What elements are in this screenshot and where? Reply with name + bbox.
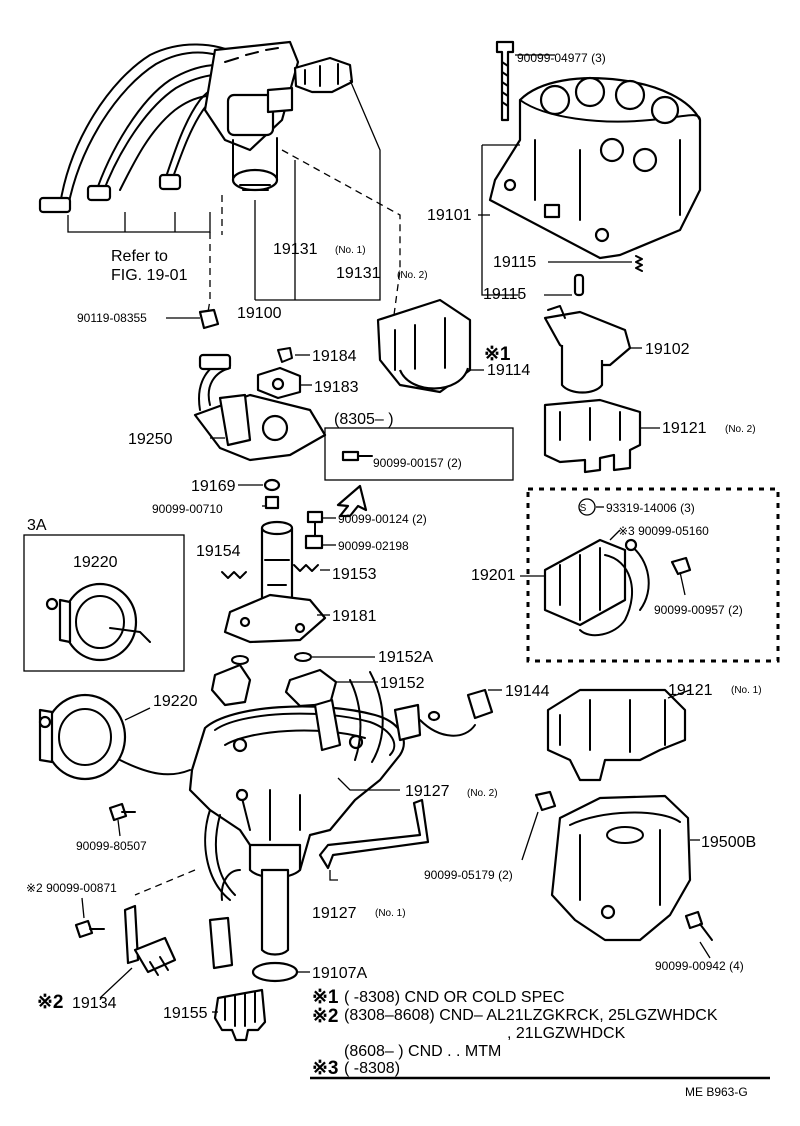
label-19155: 19155 [163, 1005, 208, 1022]
label-19127-no1: 19127 [312, 905, 357, 922]
label-90099-04977: 90099-04977 (3) [517, 51, 606, 65]
label-90099-00157: 90099-00157 (2) [373, 456, 462, 470]
governor-weights [210, 652, 338, 708]
igniter-wire [349, 671, 384, 763]
note-text-2b: (8608– ) CND . . MTM [344, 1043, 501, 1060]
label-19131-no2: 19131 [336, 265, 381, 282]
label-19250: 19250 [128, 431, 173, 448]
label-star1: ※1 [484, 344, 511, 365]
label-19220-3a: 19220 [73, 554, 118, 571]
label-19115-lower: 19115 [483, 286, 526, 303]
bracket-19127-no1 [318, 798, 430, 870]
label-19154: 19154 [196, 543, 241, 560]
note-mark-3: ※3 [312, 1058, 339, 1079]
label-19183: 19183 [314, 379, 359, 396]
label-90099-02198: 90099-02198 [338, 539, 409, 553]
leader-19100 [254, 79, 381, 301]
revision-8305-box [324, 427, 514, 481]
drive-gear-19155 [213, 988, 267, 1042]
label-8305: (8305– ) [334, 411, 394, 428]
pickup-assembly-illustration [193, 347, 327, 462]
distributor-cap-illustration [488, 40, 702, 297]
label-19107a: 19107A [312, 965, 367, 982]
o-ring-19107a [251, 961, 299, 983]
igniter-illustration [543, 538, 692, 637]
wire-group-bracket [67, 212, 211, 233]
label-93319-14006: 93319-14006 (3) [606, 501, 695, 515]
note-text-1: ( -8308) CND OR COLD SPEC [344, 989, 565, 1006]
housing-19500b-illustration [534, 790, 692, 942]
distributor-housing-illustration [188, 698, 405, 956]
label-19184: 19184 [312, 348, 357, 365]
label-90099-00710: 90099-00710 [152, 502, 223, 516]
reference-code: ME B963-G [685, 1085, 748, 1099]
label-19127-no2: 19127 [405, 783, 450, 800]
note-mark-2: ※2 [312, 1006, 339, 1027]
label-90099-00942: 90099-00942 (4) [655, 959, 744, 973]
detail-3a-box [23, 534, 185, 672]
governor-shaft-illustration [221, 520, 327, 644]
label-fig-19-01: FIG. 19-01 [111, 267, 188, 284]
label-19131-no1-note: (No. 1) [335, 245, 366, 256]
label-19121-no2: 19121 [662, 420, 707, 437]
label-19201: 19201 [471, 567, 516, 584]
label-19121-no1-note: (No. 1) [731, 685, 762, 696]
label-19144: 19144 [505, 683, 550, 700]
label-19152a: 19152A [378, 649, 433, 666]
label-19114: 19114 [487, 362, 530, 379]
label-3a: 3A [27, 517, 47, 534]
note-text-2: (8308–8608) CND– AL21LZGKRCK, 25LGZWHDCK [344, 1007, 718, 1024]
cover-no2-illustration [543, 398, 642, 474]
label-90099-80507: 90099-80507 [76, 839, 147, 853]
label-19101: 19101 [427, 207, 472, 224]
screw-00157 [341, 450, 373, 462]
distributor-assembly-illustration [38, 40, 354, 214]
label-19153: 19153 [332, 566, 377, 583]
label-19127-no1-note: (No. 1) [375, 908, 406, 919]
label-19121-no1: 19121 [668, 682, 713, 699]
label-90099-00871: ※2 90099-00871 [26, 881, 117, 895]
s-marked-screw-circle [578, 498, 596, 516]
label-19169: 19169 [191, 478, 236, 495]
cap-inner-cover-illustration [376, 298, 472, 394]
hollow-arrow [336, 484, 368, 518]
label-19100: 19100 [237, 305, 282, 322]
label-19121-no2-note: (No. 2) [725, 424, 756, 435]
label-90099-00957: 90099-00957 (2) [654, 603, 743, 617]
label-90099-05179: 90099-05179 (2) [424, 868, 513, 882]
note-text-3: ( -8308) [344, 1060, 400, 1077]
label-19134: 19134 [72, 995, 117, 1012]
label-90099-05160: ※3 90099-05160 [618, 524, 709, 538]
note-text-2-cont: , 21LGZWHDCK [507, 1025, 626, 1042]
sensor-19134 [123, 904, 177, 976]
rotor-illustration [543, 305, 632, 394]
cover-no1-illustration [546, 688, 687, 782]
label-refer-to: Refer to [111, 248, 168, 265]
label-19131-no2-note: (No. 2) [397, 270, 428, 281]
vacuum-advancer-lower [38, 693, 191, 781]
label-19102: 19102 [645, 341, 690, 358]
label-circle-s: S [580, 503, 587, 514]
connector-19144 [393, 688, 494, 742]
label-90099-00124: 90099-00124 (2) [338, 512, 427, 526]
label-19152: 19152 [380, 675, 425, 692]
label-19127-no2-note: (No. 2) [467, 788, 498, 799]
label-19220-lower: 19220 [153, 693, 198, 710]
label-19181: 19181 [332, 608, 377, 625]
label-19131-no1: 19131 [273, 241, 318, 258]
label-19115-upper: 19115 [493, 254, 536, 271]
note-mark-1: ※1 [312, 987, 339, 1008]
igniter-dashed-box [526, 487, 780, 663]
label-19500b: 19500B [701, 834, 756, 851]
label-star2: ※2 [37, 992, 64, 1013]
vacuum-advancer-3a [45, 582, 151, 662]
label-90119-08355: 90119-08355 [77, 311, 147, 325]
